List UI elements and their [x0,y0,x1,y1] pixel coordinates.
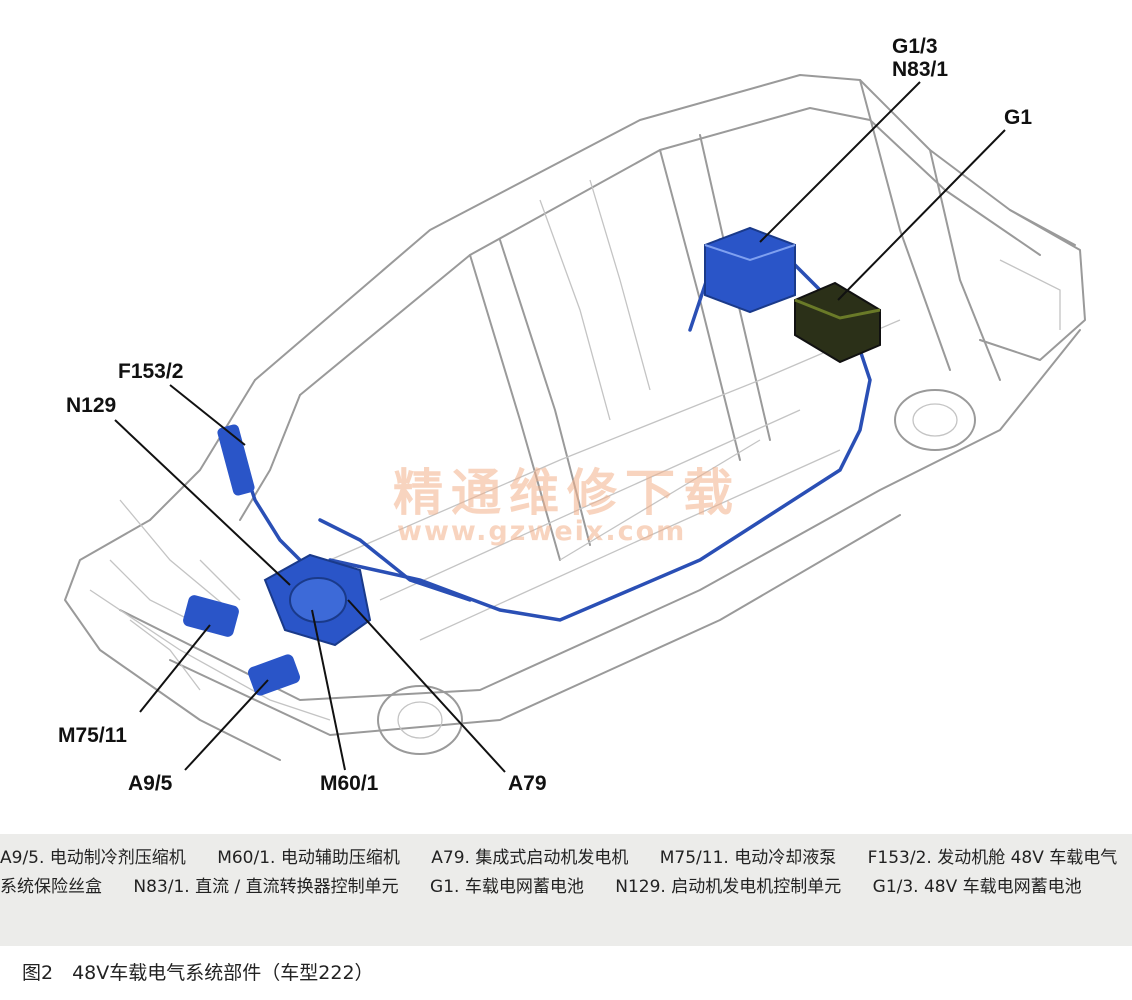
legend-item: G1/3. 48V 车载电网蓄电池 [872,877,1082,897]
label-f1532: F153/2 [118,360,183,383]
label-g13: G1/3 [892,35,938,58]
component-g13-n831 [704,226,796,314]
component-legend: A9/5. 电动制冷剂压缩机 M60/1. 电动辅助压缩机 A79. 集成式启动… [0,834,1132,946]
legend-item: M60/1. 电动辅助压缩机 [217,848,400,868]
legend-item: A9/5. 电动制冷剂压缩机 [0,848,186,868]
legend-item: N129. 启动机发电机控制单元 [615,877,842,897]
legend-item: M75/11. 电动冷却液泵 [659,848,837,868]
watermark-cn-text: 精通维修下载 [393,463,741,522]
component-f1532 [217,424,255,496]
label-m601: M60/1 [320,772,379,795]
label-a95: A9/5 [128,772,173,795]
label-n831: N83/1 [892,58,948,81]
component-m7511 [183,595,239,637]
label-a79: A79 [508,772,547,795]
component-a95 [248,654,300,696]
figure-caption: 图2 48V车载电气系统部件（车型222） [22,962,374,984]
label-g1: G1 [1004,106,1032,129]
car-body-diagram: 精通维修下载 www.gzweix.com G1/3 N83/1 G1 F153… [58,35,1086,795]
leader-lines [114,81,1006,773]
watermark-url-text: www.gzweix.com [397,516,686,547]
label-m7511: M75/11 [58,724,127,747]
component-engine-block [263,553,372,647]
watermark: 精通维修下载 www.gzweix.com [393,463,741,547]
callout-labels: G1/3 N83/1 G1 F153/2 N129 M75/11 A9/5 M6… [58,35,1032,795]
legend-item: A79. 集成式启动机发电机 [431,848,629,868]
legend-item: G1. 车载电网蓄电池 [430,877,584,897]
label-n129: N129 [66,394,116,417]
legend-item: N83/1. 直流 / 直流转换器控制单元 [133,877,399,897]
car-body-frame [64,74,1086,761]
legend-item: F153/2. 发动机舱 48V 车载电气系统保险丝盒 [0,848,1118,897]
component-g1-battery [794,281,881,364]
